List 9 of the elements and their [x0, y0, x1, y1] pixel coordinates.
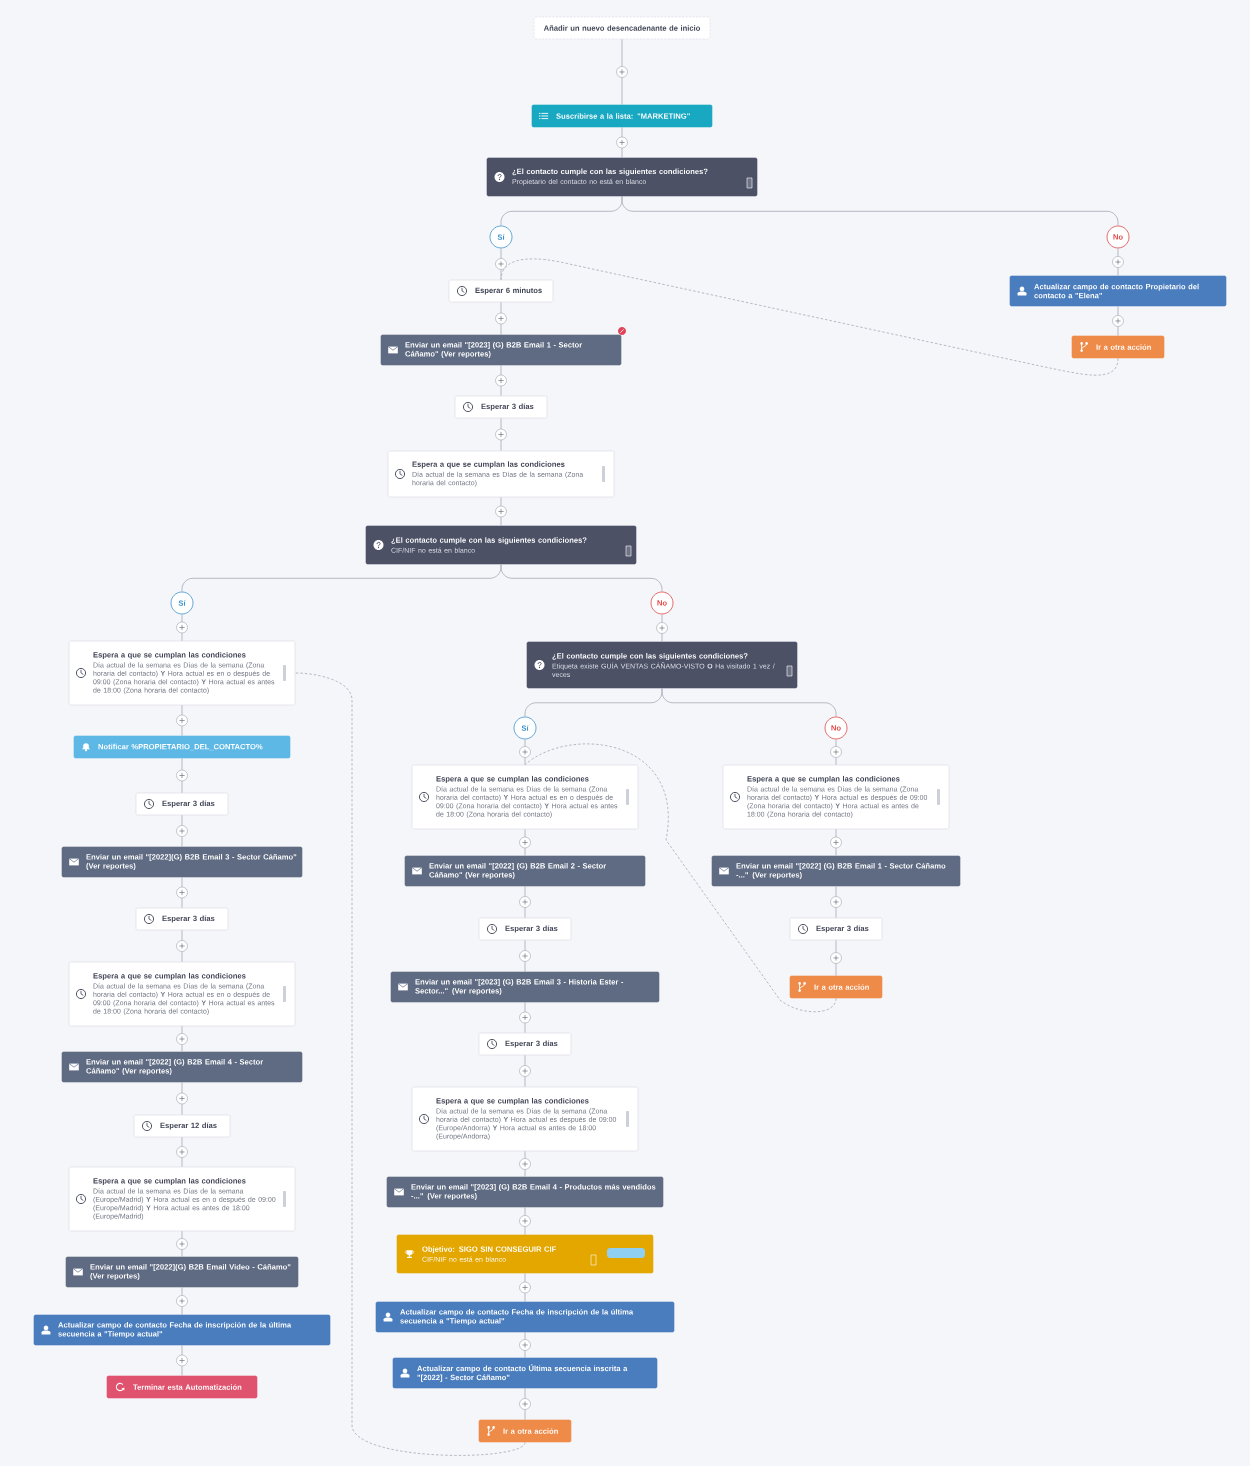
connector — [661, 687, 837, 717]
dashed-connector — [500, 258, 1119, 376]
connector — [500, 496, 502, 527]
dashed-connector — [294, 672, 526, 1456]
connector — [500, 563, 663, 592]
dashed-connector — [524, 743, 837, 1013]
connector — [524, 1272, 526, 1303]
connector — [181, 757, 183, 794]
connector — [621, 195, 1119, 226]
